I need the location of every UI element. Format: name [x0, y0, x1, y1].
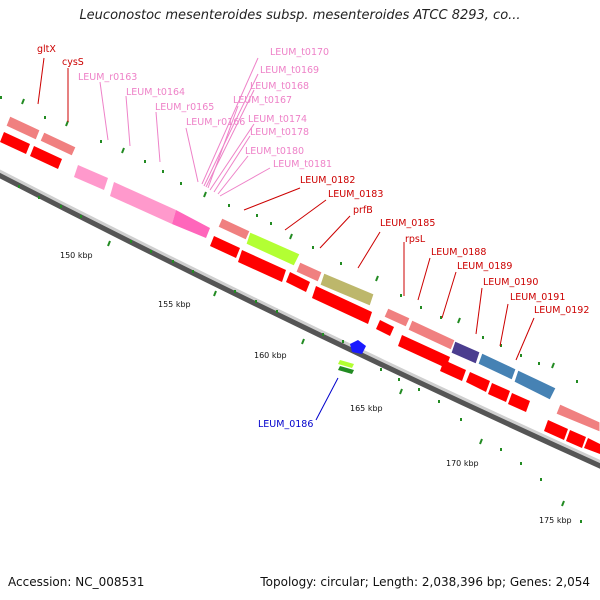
- scale-label: 165 kbp: [350, 404, 383, 413]
- gene-label-leum0192[interactable]: LEUM_0192: [534, 305, 589, 316]
- gene-label-leum0185[interactable]: LEUM_0185: [380, 218, 435, 229]
- cds-blue-feature[interactable]: [477, 352, 517, 381]
- cds-feature[interactable]: [295, 261, 323, 283]
- cds-arrow[interactable]: [544, 420, 568, 440]
- accession-text: Accession: NC_008531: [8, 575, 145, 589]
- scale-label: 170 kbp: [446, 459, 479, 468]
- gene-label-leumt0167[interactable]: LEUM_t0167: [233, 95, 292, 106]
- gene-label-leumt0178[interactable]: LEUM_t0178: [250, 127, 309, 138]
- scale-labels: 150 kbp 155 kbp 160 kbp 165 kbp 170 kbp …: [60, 251, 572, 525]
- gene-label-cyss[interactable]: cysS: [62, 57, 84, 68]
- gene-label-rpsl[interactable]: rpsL: [405, 234, 426, 245]
- cds-arrow[interactable]: [376, 320, 394, 336]
- cds-arrow[interactable]: [488, 383, 510, 402]
- gene-label-leumt0169[interactable]: LEUM_t0169: [260, 65, 319, 76]
- rna-feature[interactable]: [110, 182, 176, 224]
- gene-label-leum0186[interactable]: LEUM_0186: [258, 419, 313, 430]
- backbone-line: [0, 169, 600, 464]
- gene-label-leumt0164[interactable]: LEUM_t0164: [126, 87, 185, 98]
- gene-label-leumr0163[interactable]: LEUM_r0163: [78, 72, 137, 83]
- outer-cds-track: [5, 115, 600, 433]
- cds-arrow[interactable]: [398, 335, 450, 368]
- inner-cds-track: [0, 132, 600, 454]
- leum0186-feature[interactable]: [338, 340, 366, 374]
- cds-olive-feature[interactable]: [319, 272, 375, 307]
- scale-label: 175 kbp: [539, 516, 572, 525]
- cds-feature[interactable]: [383, 307, 411, 328]
- red-leader-lines: [37, 57, 535, 361]
- cds-arrow[interactable]: [0, 132, 30, 154]
- cds-feature[interactable]: [407, 319, 456, 351]
- topology-text: Topology: circular; Length: 2,038,396 bp…: [260, 575, 590, 589]
- gene-label-leum0189[interactable]: LEUM_0189: [457, 261, 512, 272]
- cds-blue-feature[interactable]: [513, 369, 557, 401]
- scale-label: 150 kbp: [60, 251, 93, 260]
- cds-arrow[interactable]: [210, 236, 240, 258]
- cds-feature[interactable]: [217, 217, 251, 241]
- scale-dots: [0, 96, 582, 523]
- pink-gene-labels: LEUM_r0163 LEUM_t0164 LEUM_r0165 LEUM_r0…: [78, 47, 332, 170]
- red-gene-labels: gltX cysS LEUM_0182 LEUM_0183 prfB LEUM_…: [37, 44, 589, 316]
- gene-label-leumt0174[interactable]: LEUM_t0174: [248, 114, 307, 125]
- gene-label-leumt0180[interactable]: LEUM_t0180: [245, 146, 304, 157]
- cds-arrow[interactable]: [312, 286, 372, 324]
- gene-label-prfb[interactable]: prfB: [353, 205, 373, 216]
- scale-ticks: [21, 98, 565, 507]
- cds-arrow[interactable]: [286, 272, 310, 292]
- gene-label-leumr0165[interactable]: LEUM_r0165: [155, 102, 214, 113]
- cds-feature[interactable]: [5, 115, 41, 141]
- gene-label-leum0190[interactable]: LEUM_0190: [483, 277, 538, 288]
- blue-leader-line: [315, 377, 339, 421]
- rna-feature[interactable]: [74, 165, 108, 190]
- cds-arrow[interactable]: [508, 393, 530, 412]
- gene-label-leum0188[interactable]: LEUM_0188: [431, 247, 486, 258]
- gene-label-leumt0181[interactable]: LEUM_t0181: [273, 159, 332, 170]
- cds-feature[interactable]: [39, 131, 77, 157]
- map-title: Leuconostoc mesenteroides subsp. mesente…: [79, 8, 521, 23]
- cds-arrow[interactable]: [30, 146, 62, 169]
- cds-feature[interactable]: [555, 403, 600, 433]
- gene-label-leumr0166[interactable]: LEUM_r0166: [186, 117, 245, 128]
- rna-trna-cluster[interactable]: [172, 210, 210, 238]
- cds-arrow[interactable]: [584, 438, 600, 454]
- rrna-feature[interactable]: [245, 231, 301, 267]
- cds-arrow[interactable]: [466, 372, 490, 392]
- scale-label: 155 kbp: [158, 300, 191, 309]
- gene-label-leumt0170[interactable]: LEUM_t0170: [270, 47, 329, 58]
- cds-arrow[interactable]: [566, 430, 586, 448]
- gene-label-leum0191[interactable]: LEUM_0191: [510, 292, 565, 303]
- rna-track: [74, 165, 210, 238]
- cds-arrow[interactable]: [440, 360, 466, 381]
- backbone-shadow: [0, 171, 600, 469]
- cds-navy-feature[interactable]: [450, 340, 481, 365]
- pink-leader-lines: [99, 57, 271, 197]
- gene-label-leumt0168[interactable]: LEUM_t0168: [250, 81, 309, 92]
- gene-label-gltx[interactable]: gltX: [37, 44, 56, 55]
- gene-label-leum0183[interactable]: LEUM_0183: [328, 189, 383, 200]
- gene-label-leum0182[interactable]: LEUM_0182: [300, 175, 355, 186]
- scale-label: 160 kbp: [254, 351, 287, 360]
- cds-arrow[interactable]: [238, 250, 286, 282]
